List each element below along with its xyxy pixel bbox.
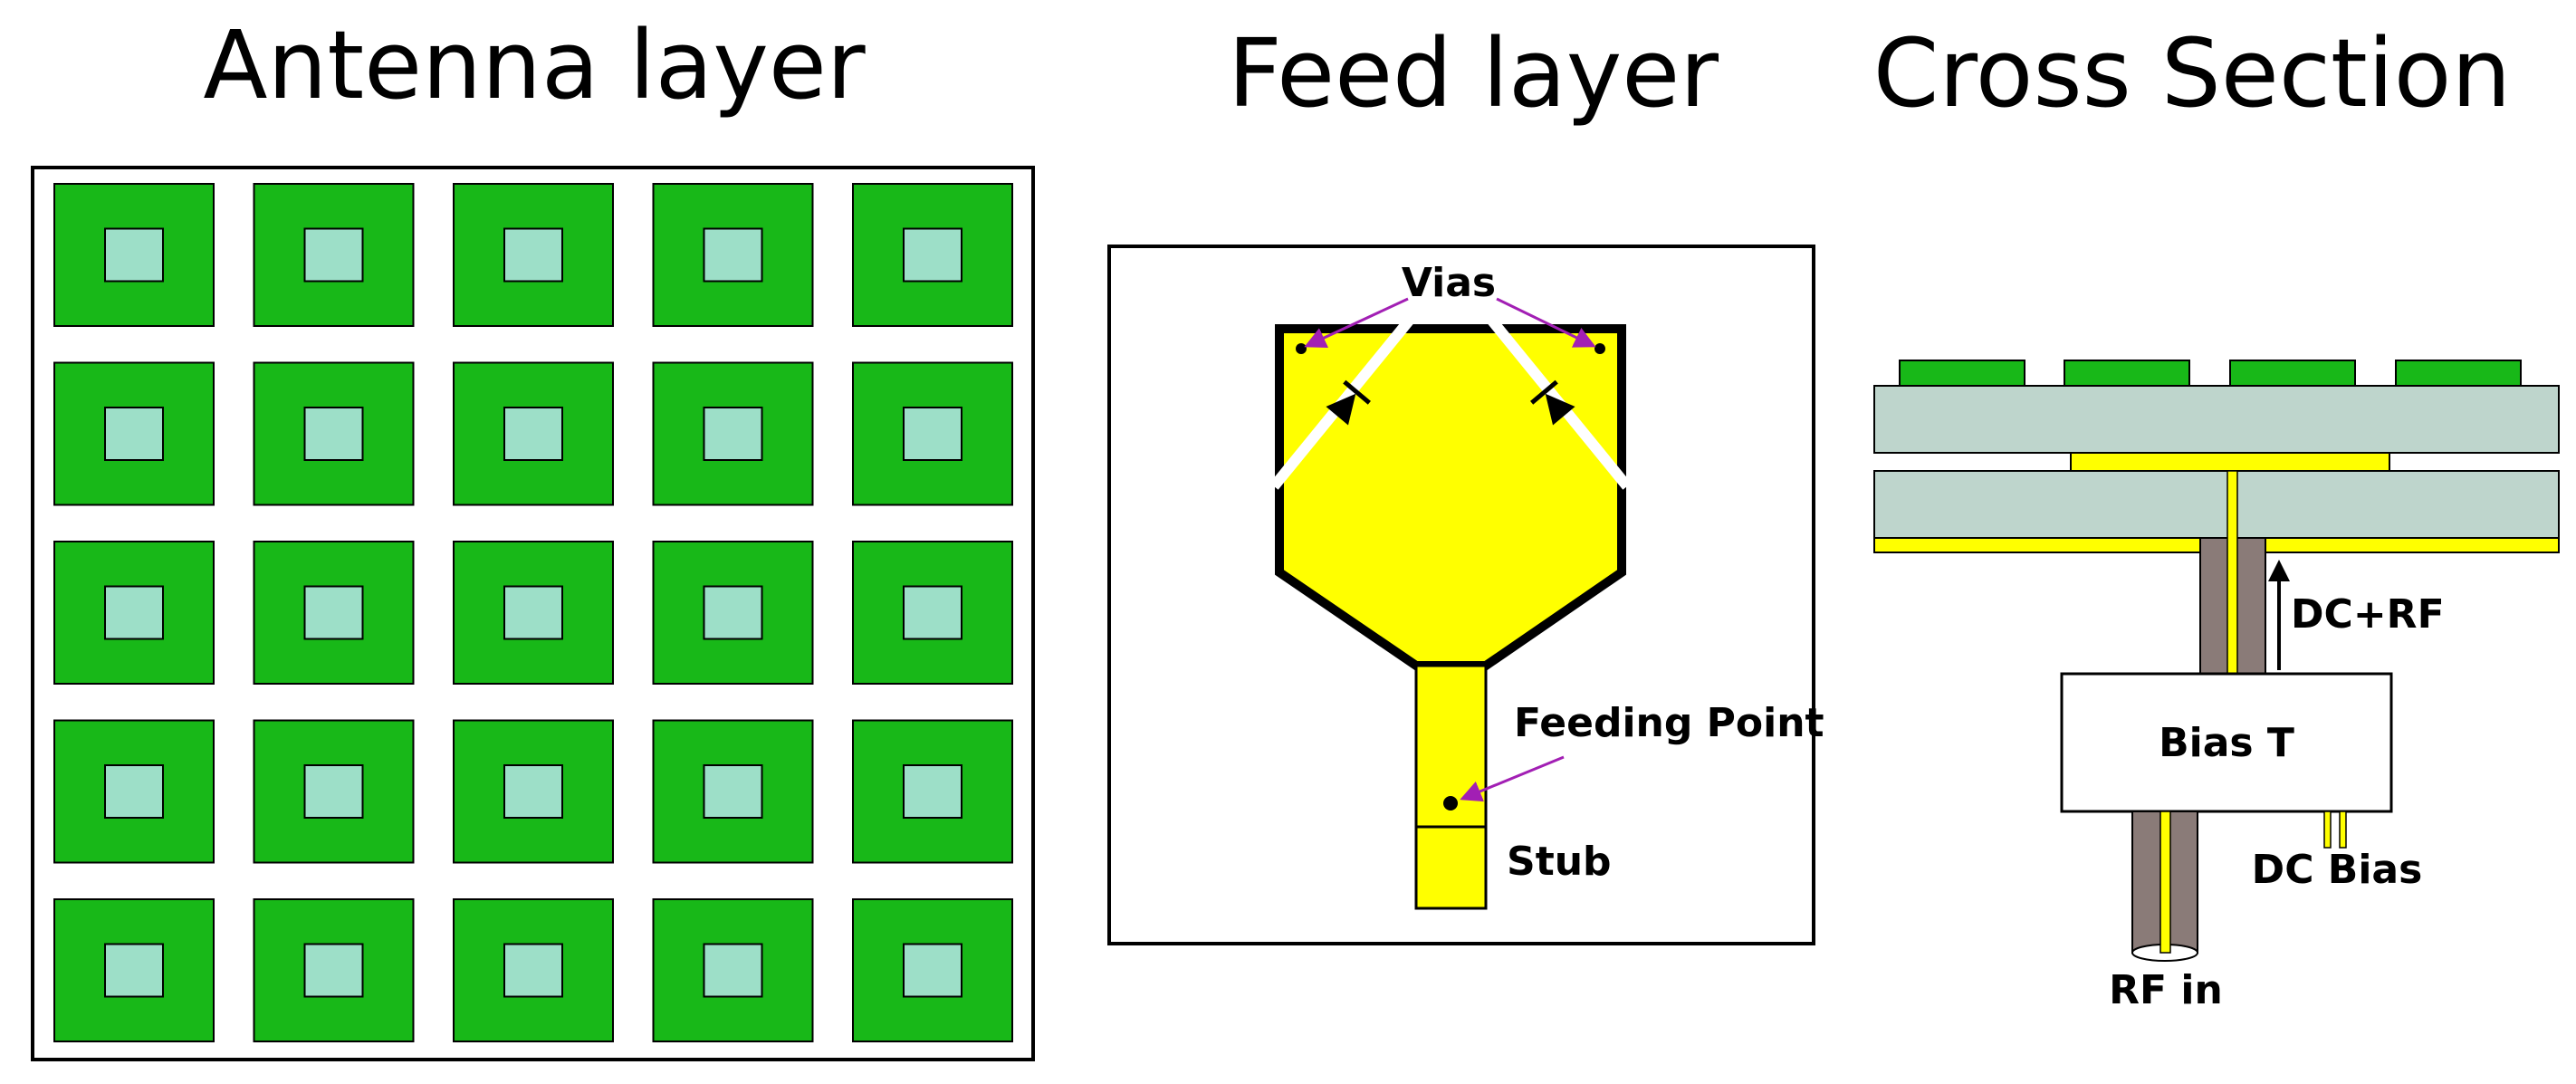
cross-section-panel: Cross Section DC+RF Bias T RF in DC Bias: [1873, 18, 2560, 1013]
antenna-patch-inner: [104, 585, 164, 640]
top-patch-3: [2229, 360, 2356, 387]
feeding-point-arrow: [1460, 755, 1565, 802]
lower-substrate: [1873, 470, 2560, 539]
antenna-patch-inner: [104, 943, 164, 998]
antenna-patch-inner: [303, 407, 364, 461]
bias-t-box: [2060, 672, 2393, 813]
antenna-patch-inner: [703, 943, 763, 998]
top-patch-2: [2064, 360, 2190, 387]
antenna-patch-inner: [903, 407, 962, 461]
antenna-patch-inner: [104, 227, 164, 283]
antenna-patch-inner: [503, 943, 563, 998]
antenna-patch-inner: [903, 227, 962, 283]
antenna-patch: [652, 541, 814, 685]
antenna-patch-inner: [503, 407, 563, 461]
vias-label: Vias: [1402, 260, 1496, 306]
left-diode-icon: [1326, 379, 1371, 426]
feeding-point-label: Feeding Point: [1514, 700, 1824, 746]
antenna-patch-inner: [503, 227, 563, 283]
upper-substrate: [1873, 385, 2560, 454]
feed-line: [1414, 664, 1488, 910]
antenna-patch-inner: [303, 585, 364, 640]
via-left: [1296, 343, 1307, 354]
stub-label: Stub: [1507, 839, 1612, 885]
antenna-patch-inner: [303, 764, 364, 819]
right-diode-icon: [1530, 379, 1575, 426]
antenna-patch: [253, 361, 415, 506]
bias-t-label: Bias T: [2159, 720, 2294, 766]
antenna-patch-grid: [53, 183, 1013, 1042]
rf-in-label: RF in: [2109, 967, 2223, 1013]
vias-arrow-right: [1496, 297, 1596, 348]
antenna-patch-inner: [104, 407, 164, 461]
antenna-patch-inner: [703, 407, 763, 461]
antenna-patch-inner: [503, 764, 563, 819]
antenna-patch: [453, 541, 614, 685]
cross-section-title: Cross Section: [1873, 18, 2512, 129]
dc-bias-label: DC Bias: [2252, 847, 2423, 893]
feed-layer-title: Feed layer: [1228, 18, 1719, 129]
dc-rf-label: DC+RF: [2291, 591, 2445, 638]
antenna-patch-inner: [104, 764, 164, 819]
antenna-patch-inner: [303, 227, 364, 283]
top-patch-1: [1899, 360, 2025, 387]
feeding-point-dot: [1443, 796, 1458, 811]
feed-layer-panel: Feed layer Vias Feeding Point Stub: [1107, 18, 1824, 945]
vias-arrow-left: [1304, 297, 1409, 349]
antenna-patch-inner: [703, 764, 763, 819]
dc-bias-pin-1: [2323, 811, 2332, 849]
antenna-patch-inner: [303, 943, 364, 998]
dc-bias-pin-2: [2339, 811, 2347, 849]
antenna-patch-inner: [503, 585, 563, 640]
antenna-layer-panel: Antenna layer: [31, 10, 1035, 1061]
antenna-layer-title: Antenna layer: [203, 10, 866, 120]
antenna-patch-inner: [903, 764, 962, 819]
top-patch-4: [2395, 360, 2522, 387]
antenna-patch: [53, 898, 215, 1042]
antenna-patch-inner: [703, 227, 763, 283]
feed-layer-metal: [2070, 452, 2390, 472]
feed-pin: [2226, 470, 2238, 675]
antenna-patch-inner: [903, 585, 962, 640]
antenna-patch-inner: [903, 943, 962, 998]
via-right: [1594, 343, 1605, 354]
antenna-patch-inner: [703, 585, 763, 640]
rf-in-pin: [2159, 811, 2171, 954]
